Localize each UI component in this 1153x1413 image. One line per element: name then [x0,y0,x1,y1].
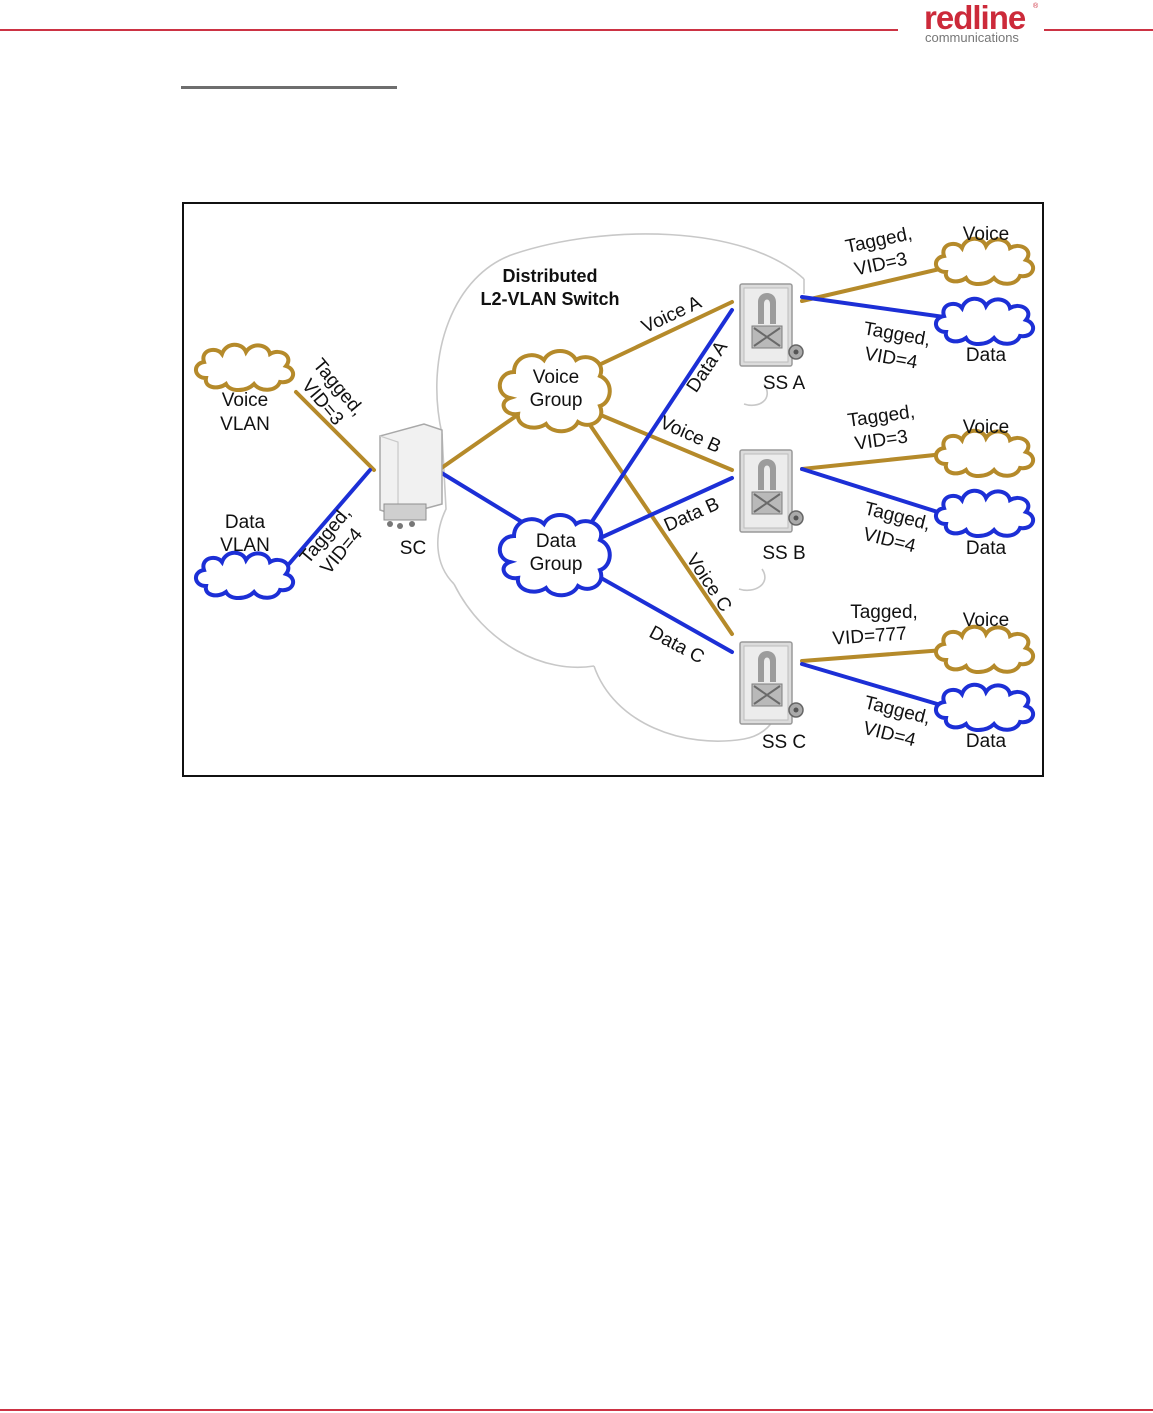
switch-title-line1: Distributed [502,266,597,286]
data-vlan-label-2: VLAN [220,535,270,556]
voice-group-label-1: Voice [533,367,579,388]
header-rule-right [1044,29,1153,31]
ss-c-label: SS C [762,732,806,753]
ss-c-panel-icon [739,641,804,725]
data-group-label-1: Data [536,531,577,552]
redline-logo: redline ® communications [920,0,1044,50]
ss-b-label: SS B [762,543,805,564]
logo-subtitle: communications [925,30,1019,45]
ss-a-voice-cloud [933,236,1036,286]
voice-vlan-cloud [193,342,296,392]
voice-vlan-label-2: VLAN [220,414,270,435]
data-vlan-label-1: Data [225,512,266,533]
ss-a-data-tag-2: VID=4 [863,344,920,374]
link-label-data-c: Data C [646,622,708,668]
ss-b-panel-icon [739,449,804,533]
sc-label: SC [400,538,426,559]
data-links [287,295,946,708]
ss-a-data-cloud [933,296,1036,346]
logo-wordmark: redline [924,0,1026,36]
ss-b-voice-tag-2: VID=3 [853,426,909,454]
data-group-label-2: Group [530,554,583,575]
footer-rule [0,1409,1153,1411]
vlan-diagram: Distributed L2-VLAN Switch Voice VLAN Da… [193,223,1036,753]
voice-group-label-2: Group [530,390,583,411]
section-rule [181,86,397,89]
ss-c-voice-tag-2: VID=777 [832,623,908,649]
ss-c-voice-cloud-label: Voice [963,610,1009,631]
ss-b-voice-cloud-label: Voice [963,417,1009,438]
voice-vlan-label-1: Voice [222,390,268,411]
switch-title-line2: L2-VLAN Switch [480,289,619,309]
ss-a-data-cloud-label: Data [966,345,1007,366]
data-vlan-cloud [193,550,296,600]
voice-links [294,266,946,663]
registered-mark-icon: ® [1033,3,1039,10]
ss-c-voice-cloud [933,624,1036,674]
ss-b-data-cloud-label: Data [966,538,1007,559]
link-label-voice-c: Voice C [682,550,736,616]
ss-c-voice-tag-1: Tagged, [850,602,918,623]
header-rule-left [0,29,898,31]
ss-a-panel-icon [739,283,804,367]
link-label-data-b: Data B [661,494,723,537]
ss-b-data-cloud [933,488,1036,538]
sc-base-station-icon [379,423,443,529]
ss-a-voice-cloud-label: Voice [963,224,1009,245]
ss-c-data-cloud [933,682,1036,732]
vlan-diagram-figure: Distributed L2-VLAN Switch Voice VLAN Da… [182,202,1044,777]
ss-c-data-cloud-label: Data [966,731,1007,752]
ss-a-label: SS A [763,373,806,394]
switch-outline [436,233,805,742]
